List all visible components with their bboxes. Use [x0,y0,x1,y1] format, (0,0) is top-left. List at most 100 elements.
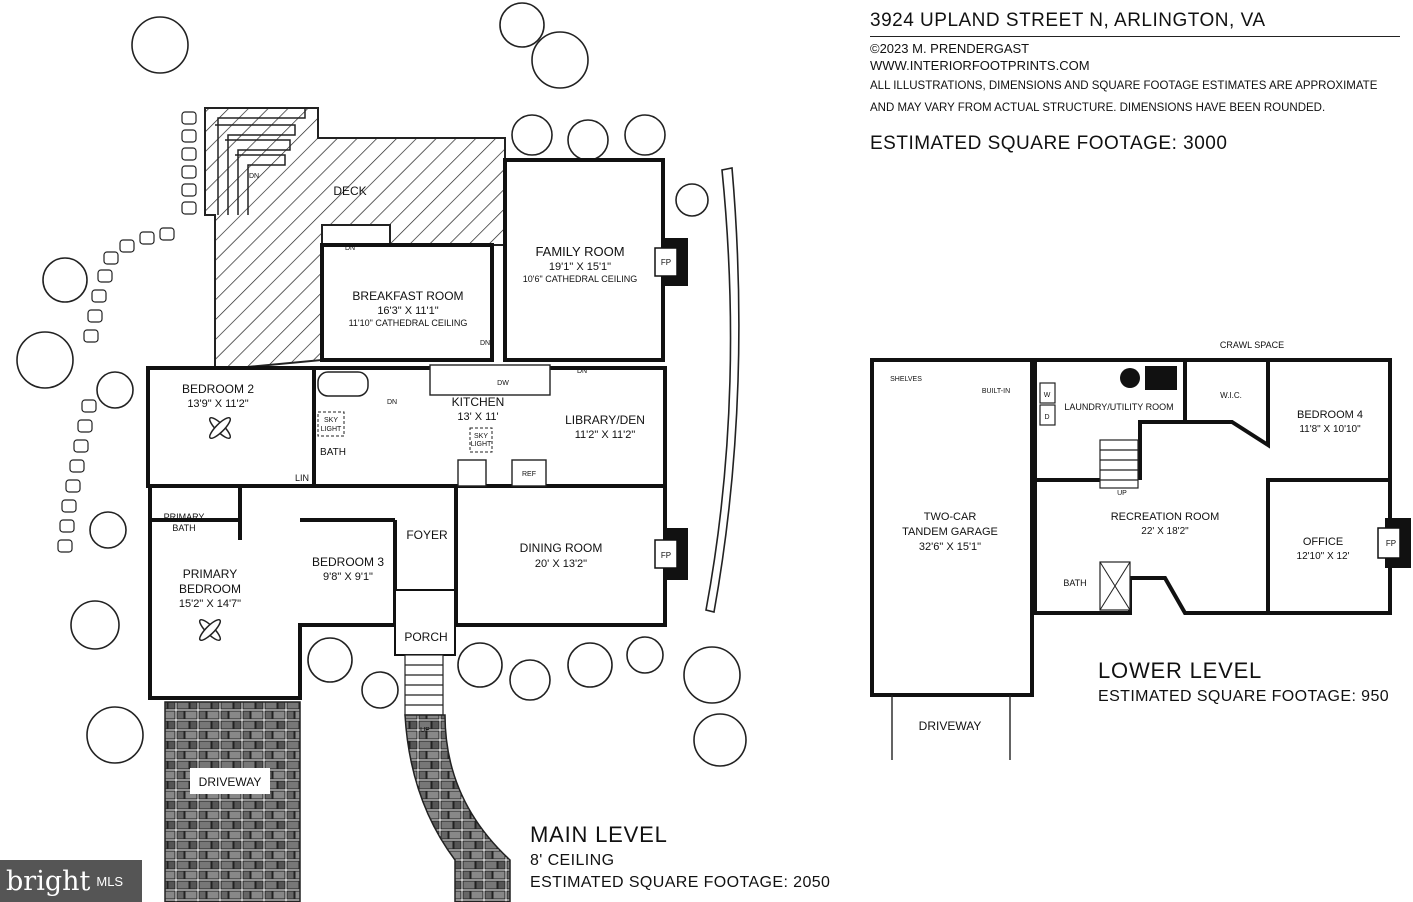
lower-level-caption: LOWER LEVEL ESTIMATED SQUARE FOOTAGE: 95… [1098,658,1389,706]
crawl-space-label: CRAWL SPACE [1220,340,1284,350]
kitchen-counter [429,364,551,396]
kitchen-light: LIGHT [471,441,492,448]
fp-label: FP [661,551,671,560]
dn-label: DN [249,173,259,180]
porch [394,589,456,656]
dn-label: DN [577,368,587,375]
lin-label: LIN [295,473,309,483]
dw-label: DW [497,380,509,387]
dining-room-label: DINING ROOM [520,541,603,555]
stepping-stones [57,111,197,553]
office-label: OFFICE [1303,536,1343,548]
porch-steps [404,654,444,716]
total-square-footage: ESTIMATED SQUARE FOOTAGE: 3000 [870,133,1228,154]
garden-path [705,167,740,613]
recreation-label: RECREATION ROOM [1111,511,1220,523]
bath-label: BATH [320,447,346,458]
disclaimer-line-1: ALL ILLUSTRATIONS, DIMENSIONS AND SQUARE… [870,80,1378,92]
garage-dim: 32'6" X 15'1" [919,541,981,553]
watermark-brand: bright [6,865,91,897]
main-level-sqft: ESTIMATED SQUARE FOOTAGE: 2050 [530,874,831,891]
shelves-label: SHELVES [890,376,922,383]
bedroom-4-dim: 11'8" X 10'10" [1299,424,1361,435]
ceiling-fan-icon [208,416,232,440]
bright-mls-watermark: bright MLS [0,860,142,902]
lower-stairs [1099,439,1139,489]
recreation-dim: 22' X 18'2" [1141,526,1189,537]
landscaping [16,2,747,767]
kitchen-label: KITCHEN [452,395,505,409]
bedroom-3-label: BEDROOM 3 [312,555,384,569]
built-in-label: BUILT-IN [982,388,1010,395]
kitchen-stove [457,459,487,487]
kitchen-sky: SKY [474,433,488,440]
furnace [1145,366,1177,390]
watermark-suffix: MLS [96,873,124,889]
primary-bedroom-dim: 15'2" X 14'7" [179,598,241,610]
info-header: 3924 UPLAND STREET N, ARLINGTON, VA ©202… [870,10,1400,155]
lower-driveway-label: DRIVEWAY [919,719,982,733]
main-level-ceiling: 8' CEILING [530,852,615,869]
deck-label: DECK [333,184,366,198]
bathtub [317,371,369,397]
main-level-title: MAIN LEVEL [530,822,668,847]
dn-label: DN [345,245,355,252]
bath-sky: SKY [324,417,338,424]
laundry-label: LAUNDRY/UTILITY ROOM [1064,402,1173,412]
dryer-label: D [1044,414,1049,421]
main-driveway-label: DRIVEWAY [199,775,262,789]
lower-bath-label: BATH [1063,578,1086,588]
primary-bath-label-2: BATH [172,523,195,533]
primary-bedroom-label-2: BEDROOM [179,582,241,596]
garage-label-1: TWO-CAR [924,511,977,523]
copyright: ©2023 M. PRENDERGAST [870,41,1030,56]
fp-label: FP [661,258,671,267]
lower-up-label: UP [1117,490,1127,497]
up-label: UP [420,727,430,734]
family-room-note: 10'6" CATHEDRAL CEILING [523,274,637,284]
porch-label: PORCH [404,630,447,644]
dining-room-dim: 20' X 13'2" [535,558,587,570]
dn-label: DN [387,399,397,406]
website: WWW.INTERIORFOOTPRINTS.COM [870,58,1090,73]
breakfast-room [320,243,494,362]
walkway [404,714,511,902]
ceiling-fan-icon [198,618,222,642]
lower-fp-label: FP [1386,539,1396,548]
main-level-walls [146,158,667,700]
primary-bedroom-label-1: PRIMARY [183,567,237,581]
garage-label-2: TANDEM GARAGE [902,526,998,538]
library-dim: 11'2" X 11'2" [575,429,636,441]
bedroom-4-label: BEDROOM 4 [1297,409,1363,421]
garage [870,358,1034,697]
bedroom-2-dim: 13'9" X 11'2" [187,398,248,410]
bedroom-2-label: BEDROOM 2 [182,382,254,396]
deck [204,107,506,372]
breakfast-room-dim: 16'3" X 11'1" [377,305,438,317]
water-heater [1120,368,1140,388]
library-label: LIBRARY/DEN [565,413,645,427]
family-room-label: FAMILY ROOM [535,244,624,259]
breakfast-room-label: BREAKFAST ROOM [352,289,463,303]
kitchen-dim: 13' X 11' [457,411,498,423]
disclaimer-line-2: AND MAY VARY FROM ACTUAL STRUCTURE. DIME… [870,102,1326,114]
foyer-label: FOYER [406,528,448,542]
primary-bath-label-1: PRIMARY [164,512,205,522]
lower-level-sqft: ESTIMATED SQUARE FOOTAGE: 950 [1098,688,1390,705]
office-dim: 12'10" X 12' [1297,551,1350,562]
family-room [503,158,665,362]
bedroom-3-dim: 9'8" X 9'1" [323,571,373,583]
bath-light: LIGHT [321,426,342,433]
wic-label: W.I.C. [1220,391,1242,400]
ref-label: REF [522,471,536,478]
lower-level-walls [870,358,1392,697]
main-level-caption: MAIN LEVEL 8' CEILING ESTIMATED SQUARE F… [530,822,830,892]
family-room-dim: 19'1" X 15'1" [549,261,611,273]
main-driveway [164,701,301,902]
address: 3924 UPLAND STREET N, ARLINGTON, VA [870,10,1400,37]
refrigerator [511,459,547,487]
washer-label: W [1044,392,1051,399]
lower-level-title: LOWER LEVEL [1098,658,1263,683]
breakfast-room-note: 11'10" CATHEDRAL CEILING [349,318,468,328]
